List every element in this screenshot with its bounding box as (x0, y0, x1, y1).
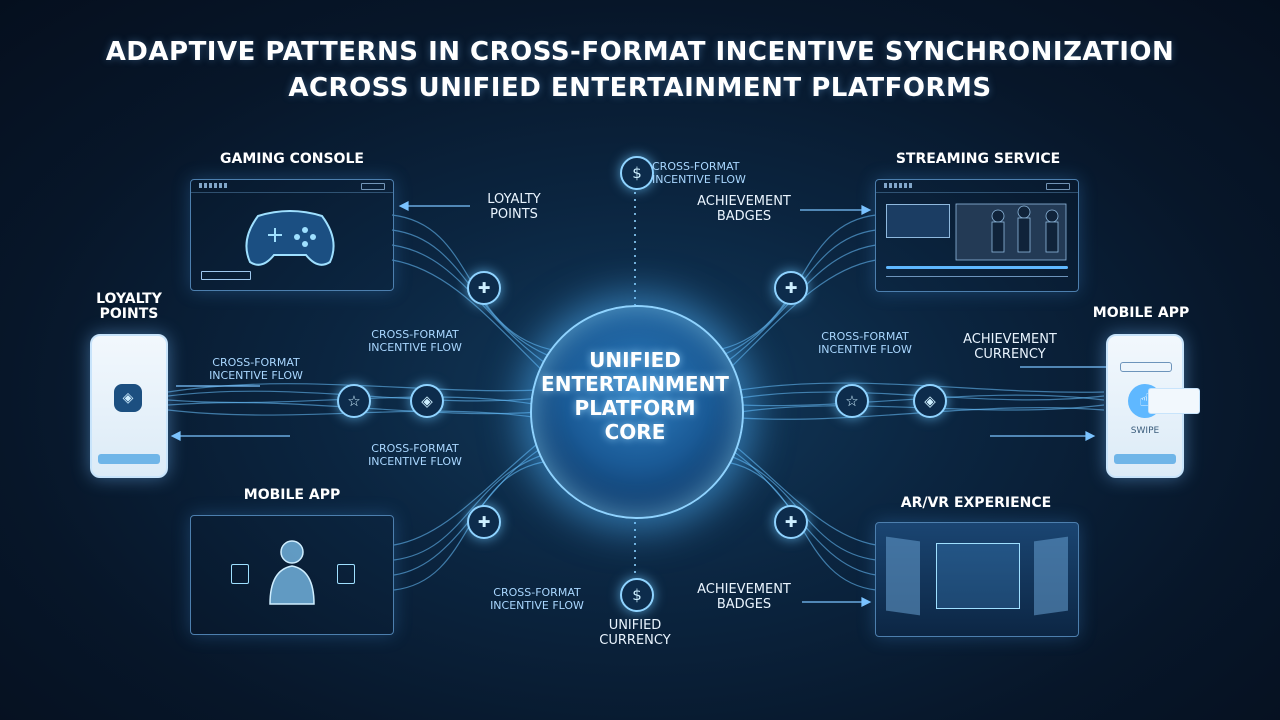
gamepad-icon: ✚ (467, 271, 501, 305)
badge-icon: ✚ (467, 505, 501, 539)
phone-action-button[interactable] (98, 454, 160, 464)
cross-format-flow-label-left: CROSS-FORMAT INCENTIVE FLOW (209, 356, 303, 382)
loyalty-points-label: LOYALTY POINTS (487, 192, 541, 222)
mobile-app-panel (190, 515, 394, 635)
phone-action-button[interactable] (1114, 454, 1176, 464)
phone-field (1120, 362, 1172, 372)
cross-format-flow-label-top: CROSS-FORMAT INCENTIVE FLOW (652, 160, 746, 186)
star-icon: ☆ (835, 384, 869, 418)
dollar-icon: $ (620, 156, 654, 190)
swipe-label: SWIPE (1130, 426, 1160, 436)
achievement-badges-bottom-label: ACHIEVEMENT BADGES (697, 582, 791, 612)
diamond-icon: ◈ (913, 384, 947, 418)
progress-bar (886, 266, 1068, 269)
cross-format-flow-label-mid-right: CROSS-FORMAT INCENTIVE FLOW (818, 330, 912, 356)
vr-left-screen (886, 536, 920, 616)
left-badge (231, 564, 249, 584)
diamond-icon: ◈ (410, 384, 444, 418)
star-icon: ☆ (337, 384, 371, 418)
vr-right-screen (1034, 536, 1068, 616)
cross-format-flow-label-lower-left: CROSS-FORMAT INCENTIVE FLOW (368, 442, 462, 468)
mobile-app-right-label: MOBILE APP (1092, 305, 1190, 321)
dollar-icon: $ (620, 578, 654, 612)
cross-format-flow-label-bottom: CROSS-FORMAT INCENTIVE FLOW (490, 586, 584, 612)
left-phone: ◈ (90, 334, 168, 478)
gamepad-icon (245, 210, 335, 266)
diagram-title: ADAPTIVE PATTERNS IN CROSS-FORMAT INCENT… (0, 34, 1280, 106)
cross-format-flow-label-mid-left: CROSS-FORMAT INCENTIVE FLOW (368, 328, 462, 354)
app-icon: ◈ (114, 384, 142, 412)
arvr-panel (875, 522, 1079, 637)
loyalty-points-left-label: LOYALTY POINTS (96, 291, 162, 322)
title-line-2: ACROSS UNIFIED ENTERTAINMENT PLATFORMS (288, 73, 992, 103)
window-titlebar (876, 180, 1078, 193)
window-titlebar (191, 180, 393, 193)
streaming-service-label: STREAMING SERVICE (895, 151, 1061, 167)
player-controls (886, 276, 1068, 283)
gamepad-icon: ✚ (774, 271, 808, 305)
achievement-badges-top-label: ACHIEVEMENT BADGES (697, 194, 791, 224)
mobile-app-left-label: MOBILE APP (243, 487, 341, 503)
gaming-console-label: GAMING CONSOLE (220, 151, 364, 167)
swipe-card (1148, 388, 1200, 414)
streaming-service-panel (875, 179, 1079, 292)
right-badge (337, 564, 355, 584)
status-bar (201, 271, 251, 280)
arvr-label: AR/VR EXPERIENCE (900, 495, 1052, 511)
platform-core-hub (530, 305, 744, 519)
streaming-info-box (886, 204, 950, 238)
gaming-console-panel (190, 179, 394, 291)
badge-icon: ✚ (774, 505, 808, 539)
title-line-1: ADAPTIVE PATTERNS IN CROSS-FORMAT INCENT… (105, 37, 1175, 67)
unified-currency-label: UNIFIED CURRENCY (599, 618, 671, 648)
achievement-currency-label: ACHIEVEMENT CURRENCY (963, 332, 1057, 362)
vr-center-frame (936, 543, 1020, 609)
platform-core-label: UNIFIED ENTERTAINMENT PLATFORM CORE (541, 348, 729, 444)
